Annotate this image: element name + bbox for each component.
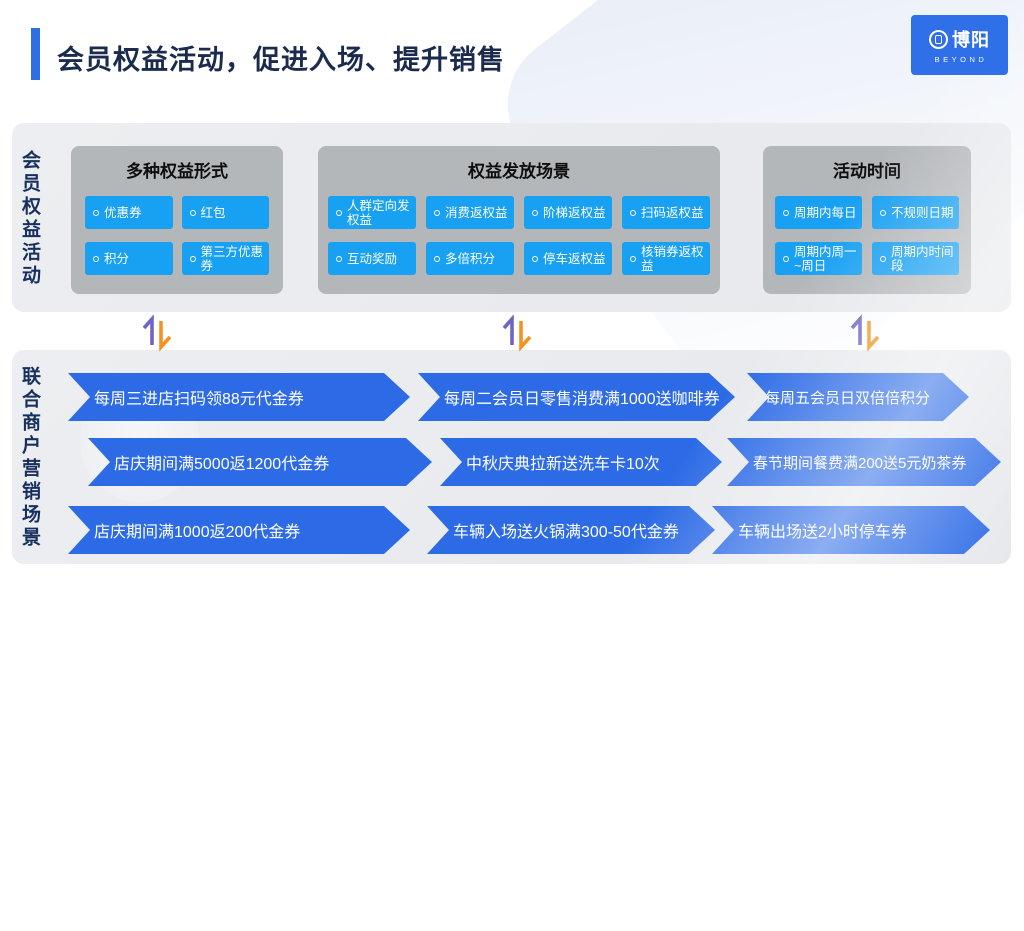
circle-bullet-icon [532, 255, 538, 262]
circle-bullet-icon [336, 255, 342, 262]
pill-label: 互动奖励 [347, 251, 398, 266]
pill-label: 不规则日期 [891, 205, 954, 220]
marketing-banner: 每周五会员日双倍倍积分 [747, 373, 969, 421]
logo-name-en: BEYOND [934, 55, 988, 64]
pill-grid: 优惠券 红包 积分 第三方优惠券 [85, 196, 269, 275]
circle-bullet-icon [189, 209, 196, 216]
benefit-pill: 核销券返权益 [622, 242, 710, 275]
circle-bullet-icon [93, 255, 99, 262]
benefit-pill: 优惠券 [85, 196, 173, 229]
benefit-scenarios-box: 权益发放场景 人群定向发权益 消费返权益 阶梯返权益 扫码返权益 互动奖励 多倍… [318, 146, 720, 294]
beyond-logo: 博阳 BEYOND [911, 15, 1008, 75]
circle-bullet-icon [630, 255, 636, 262]
circle-bullet-icon [783, 209, 789, 216]
pill-grid: 周期内每日 不规则日期 周期内周一~周日 周期内时间段 [775, 196, 959, 275]
logo-name-cn: 博阳 [952, 30, 990, 50]
pill-label: 第三方优惠券 [200, 244, 264, 273]
benefit-pill: 周期内周一~周日 [775, 242, 862, 275]
pill-label: 红包 [200, 205, 226, 220]
pill-label: 积分 [104, 251, 130, 266]
benefit-pill: 扫码返权益 [622, 196, 710, 229]
pill-label: 优惠券 [104, 205, 142, 220]
logo-row: 博阳 [929, 26, 990, 52]
benefit-pill: 停车返权益 [524, 242, 612, 275]
pill-label: 扫码返权益 [641, 205, 704, 220]
marketing-banner: 车辆入场送火锅满300-50代金券 [427, 506, 715, 554]
top-panel-side-label: 会员权益活动 [19, 150, 40, 288]
circle-bullet-icon [783, 255, 789, 262]
marketing-banner: 每周三进店扫码领88元代金券 [68, 373, 410, 421]
benefit-pill: 红包 [181, 196, 269, 229]
up-down-arrows-icon [142, 314, 172, 352]
pill-label: 周期内每日 [794, 205, 857, 220]
pill-label: 多倍积分 [445, 251, 496, 266]
pill-label: 消费返权益 [445, 205, 508, 220]
pill-label: 人群定向发权益 [347, 198, 410, 227]
circle-bullet-icon [630, 209, 636, 216]
activity-time-box: 活动时间 周期内每日 不规则日期 周期内周一~周日 周期内时间段 [763, 146, 971, 294]
title-accent-bar [31, 28, 40, 80]
benefit-pill: 不规则日期 [872, 196, 959, 229]
beyond-logo-icon [929, 29, 948, 49]
pill-label: 停车返权益 [543, 251, 606, 266]
circle-bullet-icon [434, 255, 440, 262]
benefit-pill: 互动奖励 [328, 242, 416, 275]
up-down-arrows-icon [502, 314, 532, 352]
bottom-panel-side-label: 联合商户营销场景 [19, 366, 40, 550]
circle-bullet-icon [880, 209, 886, 216]
pill-label: 阶梯返权益 [543, 205, 606, 220]
pill-label: 核销券返权益 [641, 244, 704, 273]
benefit-pill: 第三方优惠券 [181, 242, 269, 275]
circle-bullet-icon [880, 255, 886, 262]
page-title: 会员权益活动，促进入场、提升销售 [57, 45, 505, 75]
pill-label: 周期内周一~周日 [794, 244, 857, 273]
box-title: 活动时间 [833, 162, 901, 181]
benefit-pill: 消费返权益 [426, 196, 514, 229]
circle-bullet-icon [336, 209, 342, 216]
marketing-banner: 春节期间餐费满200送5元奶茶券 [727, 438, 1001, 486]
benefit-pill: 周期内每日 [775, 196, 862, 229]
benefit-pill: 多倍积分 [426, 242, 514, 275]
benefit-forms-box: 多种权益形式 优惠券 红包 积分 第三方优惠券 [71, 146, 283, 294]
pill-grid: 人群定向发权益 消费返权益 阶梯返权益 扫码返权益 互动奖励 多倍积分 停车返权… [328, 196, 710, 275]
circle-bullet-icon [93, 209, 99, 216]
marketing-banner: 每周二会员日零售消费满1000送咖啡券 [418, 373, 735, 421]
circle-bullet-icon [189, 255, 196, 262]
benefit-pill: 阶梯返权益 [524, 196, 612, 229]
marketing-banner: 车辆出场送2小时停车券 [712, 506, 990, 554]
benefit-pill: 人群定向发权益 [328, 196, 416, 229]
circle-bullet-icon [434, 209, 440, 216]
benefit-pill: 周期内时间段 [872, 242, 959, 275]
benefit-pill: 积分 [85, 242, 173, 275]
box-title: 多种权益形式 [126, 162, 228, 181]
marketing-banner: 店庆期间满1000返200代金券 [68, 506, 410, 554]
box-title: 权益发放场景 [468, 162, 570, 181]
pill-label: 周期内时间段 [891, 244, 954, 273]
circle-bullet-icon [532, 209, 538, 216]
marketing-banner: 中秋庆典拉新送洗车卡10次 [440, 438, 722, 486]
up-down-arrows-icon [850, 314, 880, 352]
marketing-banner: 店庆期间满5000返1200代金券 [88, 438, 432, 486]
